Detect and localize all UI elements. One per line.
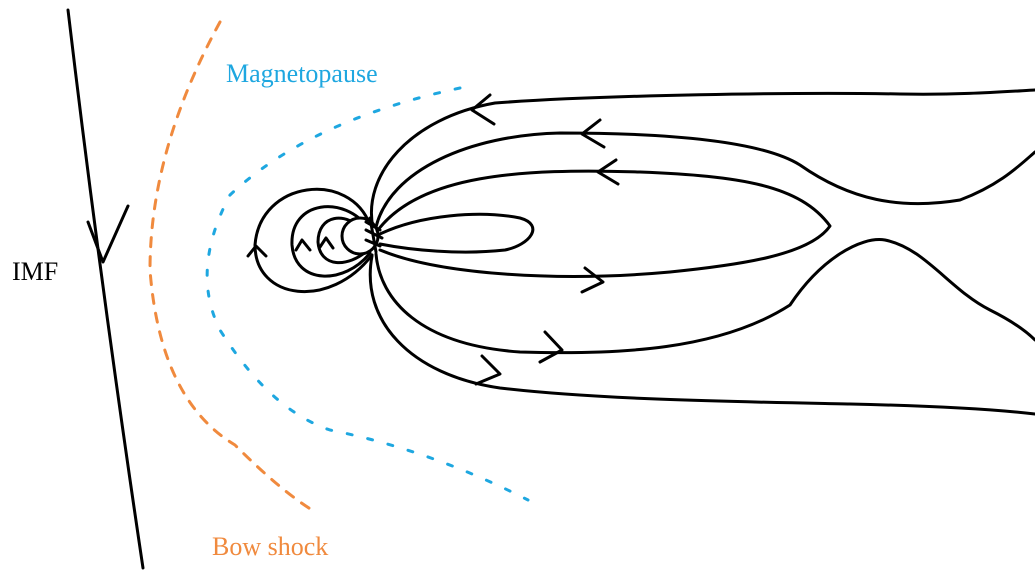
imf-field-line <box>66 8 145 570</box>
imf-label: IMF <box>12 257 58 286</box>
magnetic-field-lines <box>253 88 1035 416</box>
arrow-plasma-sheet-bottom <box>580 266 605 294</box>
magnetopause-label: Magnetopause <box>226 59 378 88</box>
field-line-arrows <box>246 93 620 386</box>
arrow-upper-outer <box>470 93 496 126</box>
arrow-dayside-mid <box>294 238 312 252</box>
arrow-lower-outer <box>474 354 502 386</box>
magnetopause-curve <box>205 86 530 502</box>
arrow-dayside-outer <box>246 244 268 258</box>
arrow-dayside-inner <box>318 236 335 250</box>
bow-shock-label: Bow shock <box>212 532 328 561</box>
arrow-lower-mid <box>538 330 564 364</box>
bow-shock-curve <box>148 20 314 512</box>
arrow-plasma-sheet-top <box>596 158 620 186</box>
arrow-upper-mid <box>580 118 606 149</box>
